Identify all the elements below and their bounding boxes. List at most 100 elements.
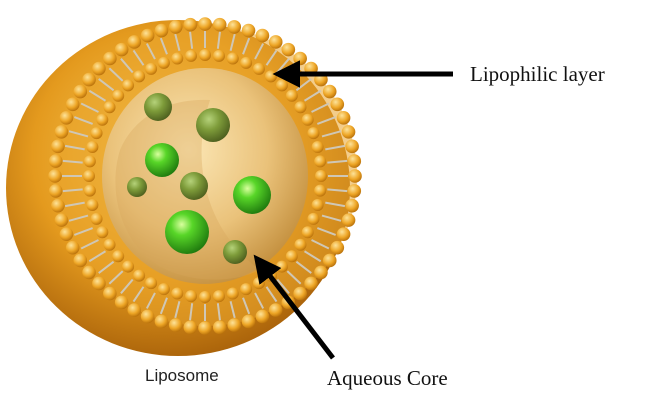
lipid-head (104, 101, 116, 113)
lipid-head (256, 310, 270, 324)
lipid-head (227, 318, 241, 332)
lipid-head (127, 303, 141, 317)
lipid-head (345, 199, 359, 213)
aqueous-core-label: Aqueous Core (327, 366, 448, 390)
lipid-head (55, 125, 69, 139)
lipid-head (240, 283, 252, 295)
lipid-head (91, 127, 103, 139)
lipid-head (286, 250, 298, 262)
lipid-head (115, 296, 129, 310)
lipid-head (312, 141, 324, 153)
lipid-head (293, 52, 307, 66)
lipid-head (183, 320, 197, 334)
lipid-head (227, 53, 239, 65)
lipid-head (171, 53, 183, 65)
lipid-head (86, 141, 98, 153)
lipid-head (347, 154, 361, 168)
lipid-head (158, 283, 170, 295)
lipid-head (49, 154, 63, 168)
lipid-head (304, 277, 318, 291)
lipid-head (145, 277, 157, 289)
lipid-head (342, 125, 356, 139)
lipid-head (227, 287, 239, 299)
drug-sphere (165, 210, 209, 254)
lipid-head (314, 185, 326, 197)
lipid-head (145, 63, 157, 75)
lipid-head (84, 185, 96, 197)
lipid-head (112, 90, 124, 102)
lipid-head (82, 73, 96, 87)
lipid-head (213, 320, 227, 334)
lipid-head (185, 50, 197, 62)
lipid-head (158, 57, 170, 69)
lipid-head (48, 169, 62, 183)
lipid-head (133, 70, 145, 82)
lipid-head (307, 213, 319, 225)
lipid-head (240, 57, 252, 69)
lipid-head (242, 315, 256, 329)
lipid-head (345, 140, 359, 154)
lipid-head (330, 241, 344, 255)
lipid-head (282, 43, 296, 57)
lipid-head (103, 287, 117, 301)
lipid-head (122, 261, 134, 273)
drug-sphere (233, 176, 271, 214)
lipid-head (141, 29, 155, 43)
lipid-head (294, 239, 306, 251)
lipid-head (155, 24, 169, 38)
drug-sphere (223, 240, 247, 264)
lipid-head (348, 169, 362, 183)
lipid-head (307, 127, 319, 139)
lipid-head (276, 79, 288, 91)
lipid-head (276, 261, 288, 273)
lipid-head (213, 18, 227, 32)
drug-sphere (196, 108, 230, 142)
lipid-head (82, 266, 96, 280)
lipid-head (253, 277, 265, 289)
lipid-head (302, 114, 314, 126)
lipid-head (73, 254, 87, 268)
lipid-head (92, 62, 106, 76)
drug-sphere (180, 172, 208, 200)
lipid-head (104, 239, 116, 251)
liposome-caption: Liposome (145, 366, 219, 385)
lipid-head (323, 85, 337, 99)
lipid-head (51, 199, 65, 213)
lipid-head (294, 101, 306, 113)
lipophilic-layer-label: Lipophilic layer (470, 62, 605, 86)
lipid-head (86, 199, 98, 211)
lipid-head (337, 227, 351, 241)
lipid-head (198, 17, 212, 31)
lipid-head (96, 114, 108, 126)
lipid-head (242, 24, 256, 38)
lipid-head (55, 213, 69, 227)
lipid-head (315, 170, 327, 182)
lipid-head (49, 184, 63, 198)
liposome-illustration (6, 17, 362, 356)
lipid-head (227, 20, 241, 34)
lipid-head (269, 303, 283, 317)
lipid-head (312, 199, 324, 211)
lipid-head (347, 184, 361, 198)
lipid-head (84, 155, 96, 167)
lipid-head (183, 18, 197, 32)
lipid-head (122, 79, 134, 91)
lipid-head (314, 266, 328, 280)
lipid-head (96, 226, 108, 238)
lipid-head (199, 49, 211, 61)
lipid-head (66, 241, 80, 255)
lipid-head (293, 287, 307, 301)
lipid-head (66, 98, 80, 112)
lipid-head (141, 310, 155, 324)
lipid-head (91, 213, 103, 225)
lipid-head (169, 20, 183, 34)
lipid-head (342, 213, 356, 227)
lipid-head (213, 290, 225, 302)
lipid-head (169, 318, 183, 332)
lipid-head (127, 35, 141, 49)
lipid-head (213, 50, 225, 62)
lipid-head (185, 290, 197, 302)
drug-sphere (127, 177, 147, 197)
lipid-head (337, 111, 351, 125)
